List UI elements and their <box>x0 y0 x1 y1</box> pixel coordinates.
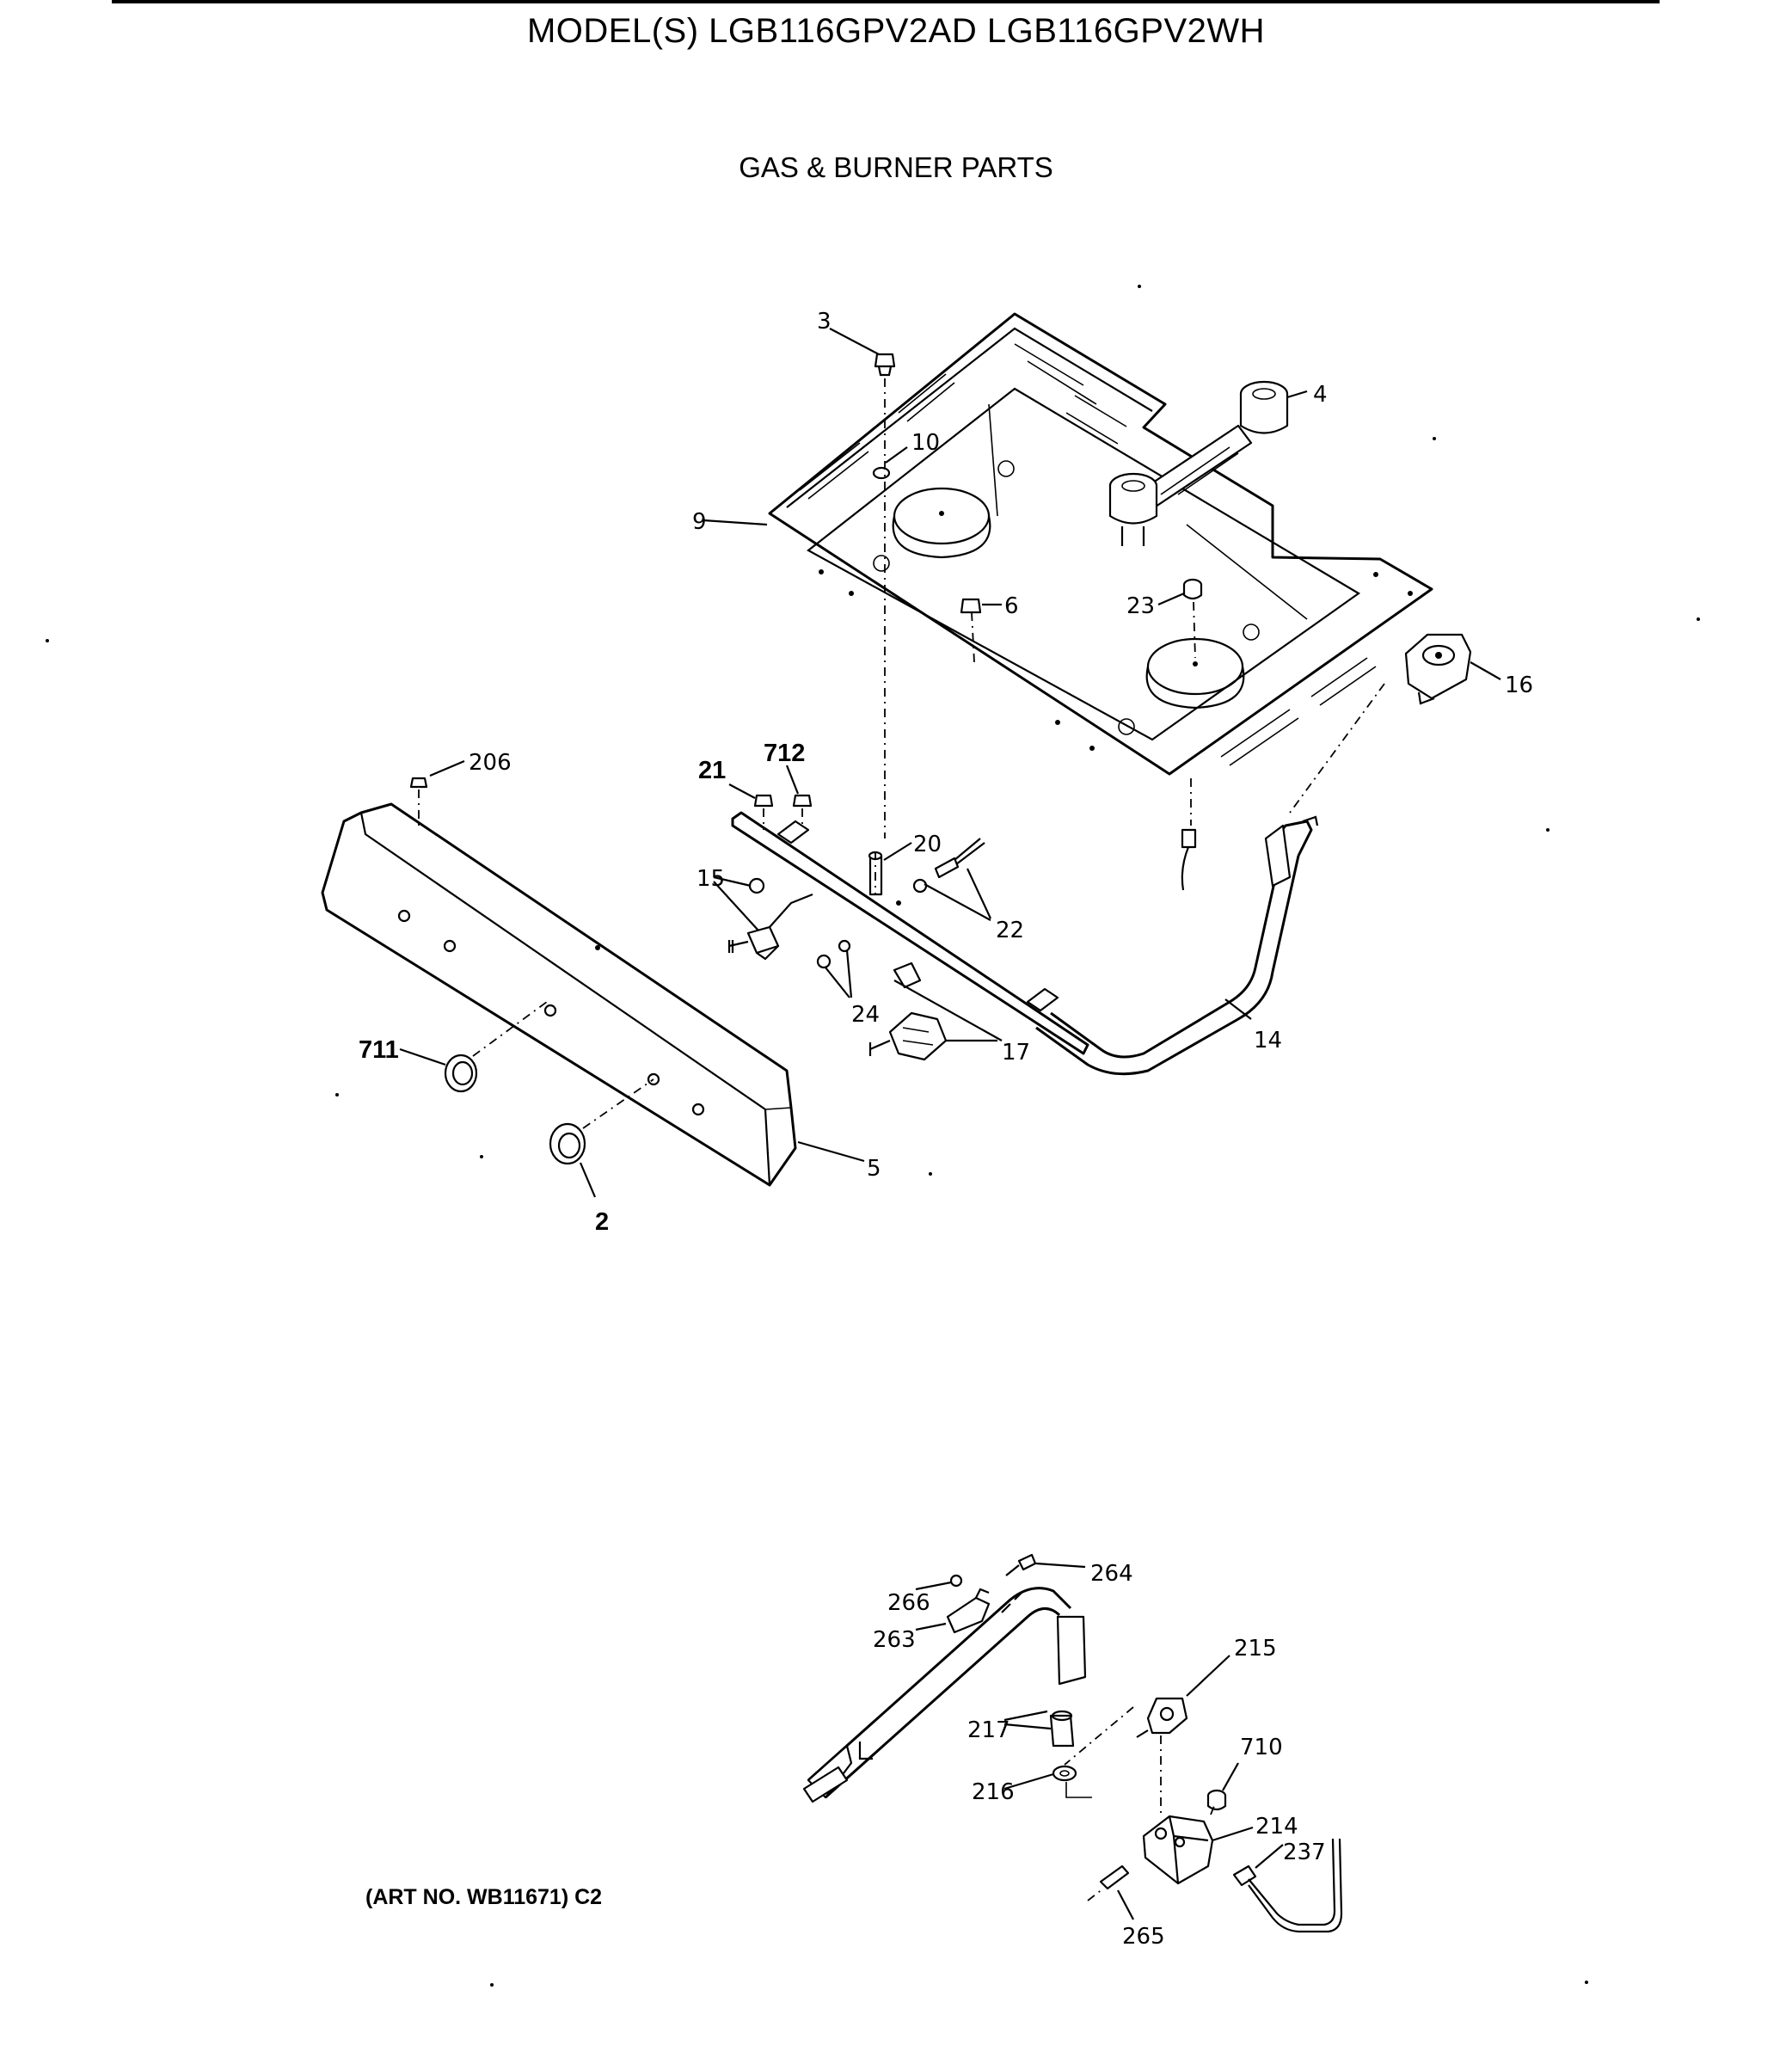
label-4: 4 <box>1313 382 1328 408</box>
label-216: 216 <box>972 1779 1015 1805</box>
washer-10 <box>872 466 891 480</box>
cap-710 <box>1206 1789 1227 1811</box>
label-22: 22 <box>996 918 1024 943</box>
fitting-265 <box>1099 1864 1130 1890</box>
section-title: GAS & BURNER PARTS <box>739 151 1053 183</box>
part-labels: 3 4 10 9 6 23 16 206 21 712 20 15 22 24 … <box>359 309 1533 1950</box>
label-263: 263 <box>873 1627 916 1653</box>
valve-15 <box>727 877 813 961</box>
scan-specks <box>46 285 1700 1987</box>
label-266: 266 <box>887 1590 930 1616</box>
screws-24 <box>816 939 851 969</box>
label-16: 16 <box>1505 673 1533 698</box>
label-10: 10 <box>911 430 940 456</box>
sleeve-217 <box>1049 1710 1075 1748</box>
screw-6 <box>960 598 982 614</box>
nut-21 <box>753 794 774 808</box>
top-rule <box>112 0 1660 3</box>
label-2: 2 <box>595 1208 609 1236</box>
screw-206 <box>409 777 428 789</box>
safety-valve-214 <box>1142 1815 1214 1885</box>
label-710: 710 <box>1240 1735 1283 1760</box>
electrode-22 <box>912 838 985 894</box>
label-711: 711 <box>359 1036 399 1064</box>
label-214: 214 <box>1255 1814 1298 1840</box>
label-23: 23 <box>1126 593 1155 619</box>
label-264: 264 <box>1090 1561 1133 1587</box>
art-number: (ART NO. WB11671) C2 <box>365 1885 603 1909</box>
screw-266 <box>949 1574 963 1588</box>
label-206: 206 <box>469 750 512 776</box>
bracket-215 <box>1136 1697 1188 1738</box>
model-title: MODEL(S) LGB116GPV2AD LGB116GPV2WH <box>526 12 1266 50</box>
thermostat-237 <box>1232 1838 1343 1933</box>
label-17: 17 <box>1002 1040 1030 1066</box>
electrode-tip <box>1181 828 1197 891</box>
burner-box <box>768 312 1433 776</box>
label-217: 217 <box>967 1717 1010 1743</box>
label-265: 265 <box>1122 1924 1165 1950</box>
label-237: 237 <box>1283 1840 1326 1865</box>
orifice-bracket <box>1404 633 1472 705</box>
nut-712 <box>792 794 813 808</box>
igniter-264 <box>1005 1553 1037 1576</box>
label-5: 5 <box>867 1156 881 1182</box>
nut-216 <box>1052 1765 1077 1782</box>
screw-3 <box>874 353 896 377</box>
label-21: 21 <box>698 757 726 784</box>
label-14: 14 <box>1254 1028 1282 1054</box>
label-20: 20 <box>913 832 942 857</box>
bracket-263 <box>946 1588 991 1634</box>
label-6: 6 <box>1004 593 1019 619</box>
oven-burner-tube <box>802 1587 1087 1803</box>
knob-2 <box>549 1122 586 1165</box>
leader-lines <box>399 328 1501 1920</box>
valve-17 <box>868 1011 948 1061</box>
screw-23 <box>1182 578 1203 600</box>
label-3: 3 <box>817 309 832 335</box>
knob-711 <box>444 1054 478 1093</box>
label-712: 712 <box>764 740 805 767</box>
manifold-panel <box>321 802 797 1187</box>
label-15: 15 <box>697 866 725 892</box>
label-24: 24 <box>851 1002 880 1028</box>
label-9: 9 <box>692 509 707 535</box>
label-215: 215 <box>1234 1636 1277 1662</box>
burner-assembly <box>1108 380 1289 546</box>
alignment-lines <box>418 378 1385 1901</box>
gas-manifold <box>731 811 1319 1076</box>
